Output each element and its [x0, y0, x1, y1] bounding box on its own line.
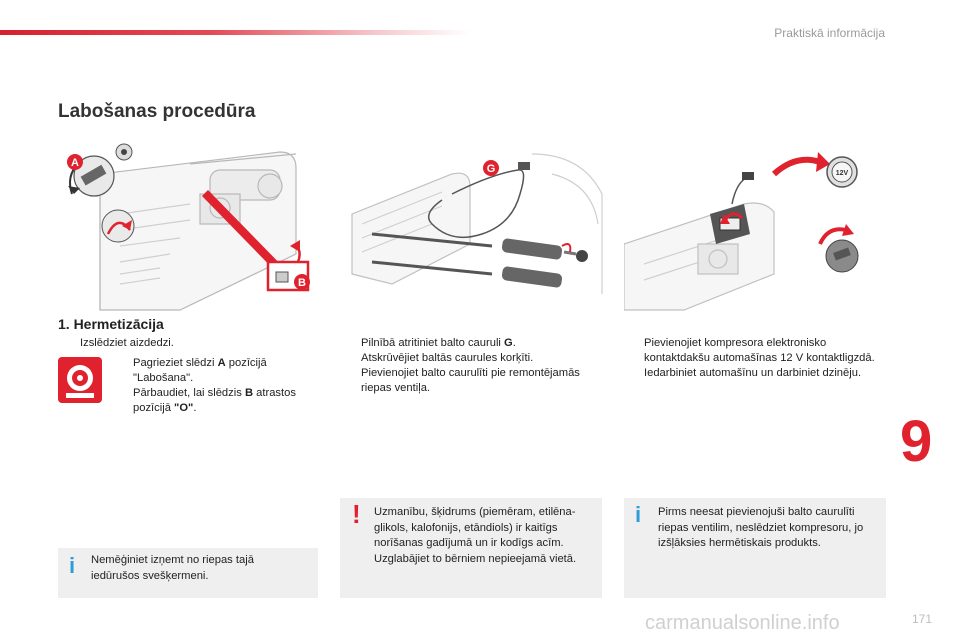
callout-g: G [487, 163, 496, 175]
illustration-compressor-switches: A B [60, 134, 320, 312]
column1-steps: Izslēdziet aizdedzi. [60, 336, 320, 351]
list-item: Pilnībā atritiniet balto cauruli G. [341, 336, 601, 351]
column3-steps: Pievienojiet kompresora elektronisko kon… [624, 336, 886, 381]
warning-icon: ! [352, 499, 361, 529]
key-label: B [244, 387, 254, 399]
info-note-foreign-object: i Nemēģiniet izņemt no riepas tajā iedūr… [58, 548, 318, 598]
list-item: Atskrūvējiet baltās caurules korķīti. [341, 351, 601, 366]
callout-a: A [71, 157, 79, 169]
note-text: Pirms neesat pievienojuši balto caurulīt… [658, 506, 864, 549]
info-note-compressor: i Pirms neesat pievienojuši balto caurul… [624, 498, 886, 598]
step-text: Iedarbiniet automašīnu un darbiniet dzin… [644, 367, 862, 379]
note-text: Nemēģiniet izņemt no riepas tajā iedūruš… [91, 554, 254, 582]
note-text: Uzmanību, šķidrums (piemēram, etilēna-gl… [374, 506, 577, 565]
info-icon: i [635, 502, 642, 527]
step-text: Pilnībā atritiniet balto cauruli [361, 337, 505, 349]
key-label: G [504, 337, 513, 349]
tyre-repair-icon [58, 357, 102, 403]
chapter-number: 9 [900, 409, 933, 474]
page-title: Labošanas procedūra [58, 101, 256, 122]
page-number: 171 [911, 612, 932, 626]
callout-b: B [298, 277, 306, 289]
step-text: Pārbaudiet, lai slēdzis [133, 387, 245, 399]
watermark: carmanualsonline.info [645, 612, 840, 634]
column2-steps: Pilnībā atritiniet balto cauruli G. Atsk… [341, 336, 601, 396]
step-text: Pievienojiet balto caurulīti pie remontē… [361, 367, 580, 394]
step-text: Izslēdziet aizdedzi. [80, 337, 174, 349]
step-text: Atskrūvējiet baltās caurules korķīti. [361, 352, 534, 364]
step-text: Pagrieziet slēdzi [133, 357, 218, 369]
illustration-12v-socket: 12V [624, 134, 886, 312]
step-text: atrastos pozīcijā [133, 387, 296, 414]
section-title: Praktiskā informācija [774, 26, 885, 40]
list-item: Pievienojiet kompresora elektronisko kon… [624, 336, 886, 366]
step-text: . [512, 337, 516, 349]
key-label: A [217, 357, 226, 369]
column1-substeps: Pagrieziet slēdzi A pozīcijā "Labošana".… [113, 356, 323, 416]
callout-12v: 12V [836, 170, 849, 177]
warning-note-fluid: ! Uzmanību, šķidrums (piemēram, etilēna-… [340, 498, 602, 598]
list-item: Izslēdziet aizdedzi. [60, 336, 320, 351]
step-text: pozīcijā "Labošana". [133, 357, 267, 384]
info-icon: i [69, 553, 76, 578]
list-item: Pārbaudiet, lai slēdzis B atrastos pozīc… [113, 386, 323, 416]
step-text: Pievienojiet kompresora elektronisko kon… [644, 337, 875, 364]
list-item: Pievienojiet balto caurulīti pie remontē… [341, 366, 601, 396]
list-item: Iedarbiniet automašīnu un darbiniet dzin… [624, 366, 886, 381]
key-label: "O" [174, 402, 194, 414]
illustration-hose-connection: G [342, 134, 604, 312]
list-item: Pagrieziet slēdzi A pozīcijā "Labošana". [113, 356, 323, 386]
step-text: . [193, 402, 197, 414]
header-accent-bar [0, 30, 470, 35]
section-heading: 1. Hermetizācija [58, 316, 164, 332]
